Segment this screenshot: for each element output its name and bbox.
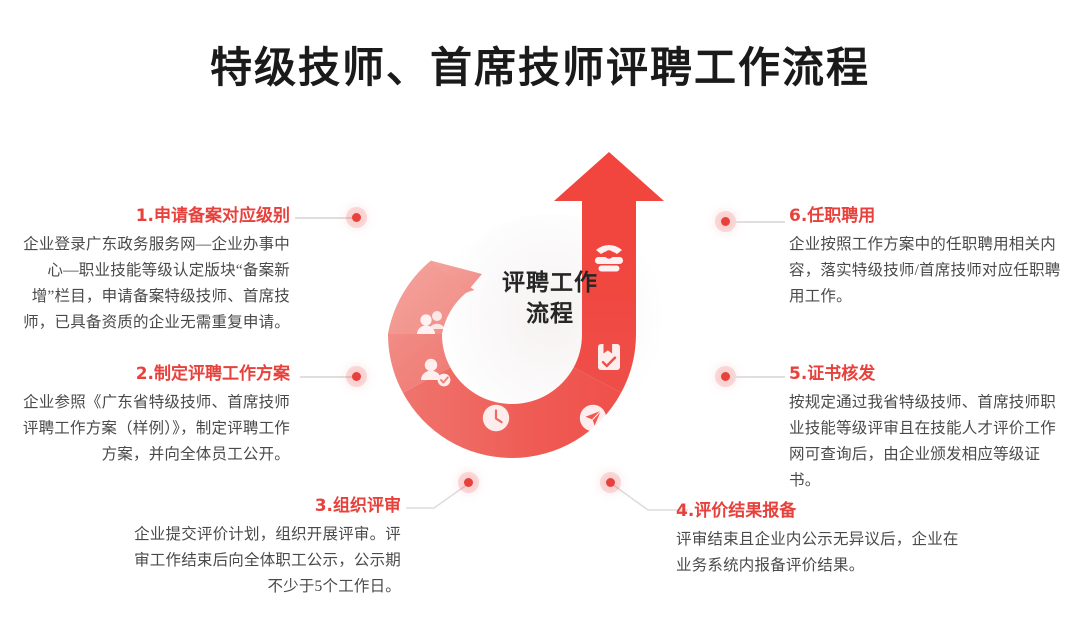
connector-dot-6[interactable]: [721, 217, 730, 226]
connector-line-2: [300, 376, 353, 378]
connector-dot-1[interactable]: [352, 213, 361, 222]
connector-dot-2[interactable]: [352, 372, 361, 381]
step-1-body: 企业登录广东政务服务网—企业办事中心—职业技能等级认定版块“备案新增”栏目，申请…: [23, 236, 290, 331]
step-6: 6.任职聘用 企业按照工作方案中的任职聘用相关内容，落实特级技师/首席技师对应任…: [789, 205, 1071, 310]
step-1-heading: 1.申请备案对应级别: [10, 205, 290, 227]
step-1-title: 申请备案对应级别: [154, 206, 290, 226]
ring-segment-6[interactable]: [554, 152, 664, 300]
ring-segment-3[interactable]: [402, 367, 512, 458]
step-3-number: 3.: [314, 496, 333, 516]
step-3: 3.组织评审 企业提交评价计划，组织开展评审。评审工作结束后向全体职工公示，公示…: [123, 495, 401, 600]
step-5: 5.证书核发 按规定通过我省特级技师、首席技师职业技能等级评审且在技能人才评价工…: [789, 363, 1071, 494]
step-3-heading: 3.组织评审: [123, 495, 401, 517]
step-6-body: 企业按照工作方案中的任职聘用相关内容，落实特级技师/首席技师对应任职聘用工作。: [789, 236, 1061, 305]
ring-segment-2[interactable]: [388, 334, 451, 393]
step-2: 2.制定评聘工作方案 企业参照《广东省特级技师、首席技师评聘工作方案（样例）》，…: [12, 363, 290, 468]
step-6-number: 6.: [789, 206, 808, 226]
user-edit-icon: [421, 358, 451, 387]
step-4-body: 评审结束且企业内公示无异议后，企业在业务系统内报备评价结果。: [676, 531, 959, 574]
ring-segment-4[interactable]: [512, 367, 622, 458]
step-3-body: 企业提交评价计划，组织开展评审。评审工作结束后向全体职工公示，公示期不少于5个工…: [134, 526, 401, 595]
step-2-number: 2.: [135, 364, 154, 384]
step-5-heading: 5.证书核发: [789, 363, 1071, 385]
step-5-number: 5.: [789, 364, 808, 384]
connector-dot-4[interactable]: [606, 478, 615, 487]
handshake-award-icon: [595, 245, 623, 272]
connector-dot-3[interactable]: [464, 478, 473, 487]
clock-icon: [482, 404, 510, 432]
connector-line-6: [733, 221, 785, 223]
step-2-title: 制定评聘工作方案: [154, 364, 290, 384]
step-6-title: 任职聘用: [807, 206, 876, 226]
step-3-title: 组织评审: [333, 496, 401, 516]
certificate-check-icon: [598, 344, 620, 370]
connector-line-5: [733, 376, 785, 378]
connector-line-4: [611, 483, 688, 511]
step-5-body: 按规定通过我省特级技师、首席技师职业技能等级评审且在技能人才评价工作网可查询后，…: [789, 394, 1056, 489]
ring-segment-1[interactable]: [388, 260, 482, 334]
step-4: 4.评价结果报备 评审结束且企业内公示无异议后，企业在业务系统内报备评价结果。: [676, 500, 966, 579]
step-1-number: 1.: [135, 206, 154, 226]
users-group-icon: [417, 311, 445, 334]
step-1: 1.申请备案对应级别 企业登录广东政务服务网—企业办事中心—职业技能等级认定版块…: [10, 205, 290, 336]
page-title: 特级技师、首席技师评聘工作流程: [209, 43, 870, 92]
connector-line-3: [406, 483, 469, 509]
paper-plane-icon: [579, 404, 607, 432]
step-6-heading: 6.任职聘用: [789, 205, 1071, 227]
step-4-heading: 4.评价结果报备: [676, 500, 966, 522]
step-2-heading: 2.制定评聘工作方案: [12, 363, 290, 385]
connector-line-1: [295, 217, 353, 219]
step-2-body: 企业参照《广东省特级技师、首席技师评聘工作方案（样例）》，制定评聘工作方案，并向…: [22, 394, 290, 463]
connector-dot-5[interactable]: [721, 372, 730, 381]
step-4-number: 4.: [676, 501, 695, 521]
step-4-title: 评价结果报备: [694, 501, 797, 521]
step-5-title: 证书核发: [807, 364, 876, 384]
process-ring-graphic: [378, 150, 722, 494]
